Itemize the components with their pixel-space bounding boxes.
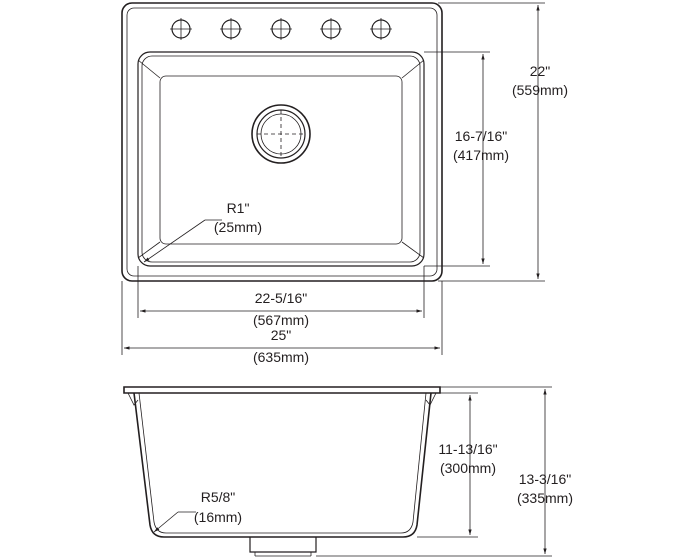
dim-width-bowl-metric: (567mm) <box>253 312 309 328</box>
dim-bottom-radius-imperial: R5/8" <box>201 489 236 505</box>
faucet-hole <box>170 18 192 40</box>
bowl-outer <box>137 51 425 267</box>
side-rim <box>123 386 441 394</box>
dim-depth-bowl-metric: (417mm) <box>453 147 509 163</box>
bowl-inner <box>141 55 421 263</box>
dim-width-bowl-imperial: 22-5/16" <box>255 290 307 306</box>
side-drain <box>249 537 317 553</box>
side-view: R5/8" (16mm) 11-13/16" (300mm) 13-3/16" … <box>123 386 573 557</box>
dim-radius-metric: (25mm) <box>214 219 262 235</box>
faucet-hole <box>270 18 292 40</box>
dim-bottom-radius-metric: (16mm) <box>194 509 242 525</box>
radius-leader <box>143 219 206 263</box>
faucet-hole <box>320 18 342 40</box>
faucet-hole <box>370 18 392 40</box>
sink-outer-rim-inner <box>126 7 438 277</box>
faucet-holes <box>170 18 392 40</box>
dim-total-depth-imperial: 13-3/16" <box>519 471 571 487</box>
sink-outer-rim <box>121 2 443 282</box>
dim-total-depth-metric: (335mm) <box>517 490 573 506</box>
dim-depth-bowl-imperial: 16-7/16" <box>455 128 507 144</box>
faucet-hole <box>220 18 242 40</box>
drain <box>251 104 311 164</box>
dim-bowl-depth-imperial: 11-13/16" <box>438 441 497 457</box>
dim-width-outer-metric: (635mm) <box>253 349 309 365</box>
dim-depth-outer-metric: (559mm) <box>512 82 568 98</box>
dim-depth-outer-imperial: 22" <box>530 63 551 79</box>
dim-radius-imperial: R1" <box>227 200 250 216</box>
side-bowl-outline <box>133 392 432 538</box>
bowl-floor <box>159 75 403 245</box>
top-view: 22" (559mm) 16-7/16" (417mm) R1" (25mm) … <box>121 2 568 365</box>
bottom-radius-leader <box>153 511 179 533</box>
dim-bowl-depth-metric: (300mm) <box>440 460 496 476</box>
dim-width-outer-imperial: 25" <box>271 327 292 343</box>
